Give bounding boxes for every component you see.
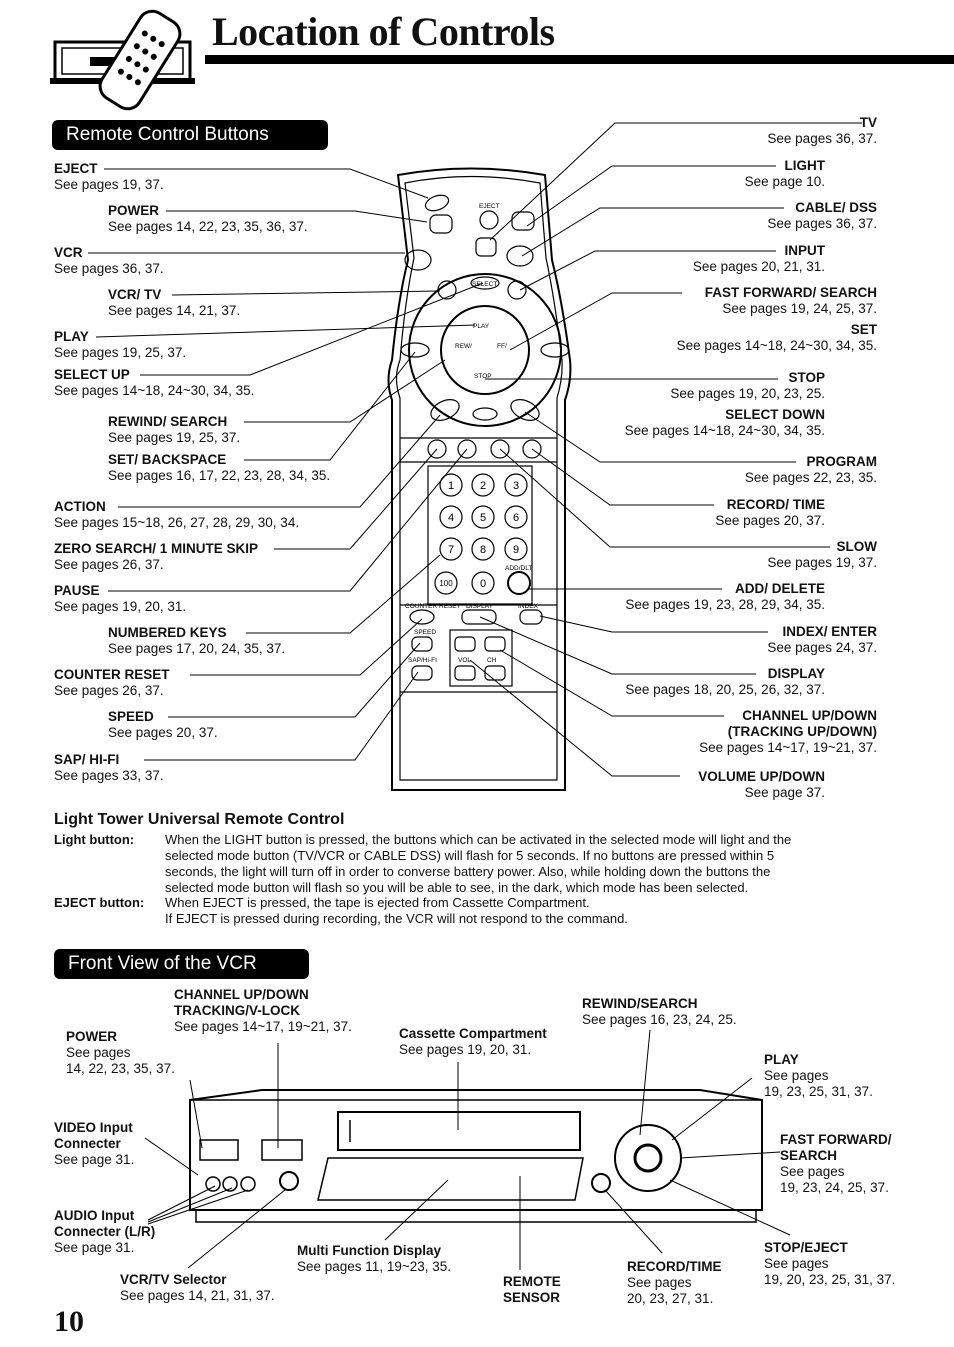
svg-text:100: 100 — [439, 579, 453, 588]
remote-key-ff: FF/ — [497, 343, 507, 350]
light-tower-heading: Light Tower Universal Remote Control — [54, 811, 345, 828]
svg-text:3: 3 — [513, 480, 519, 492]
remote-key-stop: STOP — [474, 373, 492, 380]
header-remote-icon — [50, 9, 195, 111]
remote-key-ch: CH — [487, 657, 497, 664]
label-channel-updown: CHANNEL UP/DOWN(TRACKING UP/DOWN)See pag… — [699, 708, 877, 755]
remote-key-adddlt: ADD/DLT — [505, 565, 532, 572]
page-number: 10 — [54, 1305, 84, 1338]
svg-text:8: 8 — [480, 544, 486, 556]
remote-section-banner: Remote Control Buttons — [52, 120, 328, 150]
svg-text:2: 2 — [480, 480, 486, 492]
remote-key-counter-reset: COUNTER RESET — [405, 603, 461, 610]
svg-text:5: 5 — [480, 512, 486, 524]
remote-key-speed: SPEED — [414, 629, 436, 636]
remote-key-select: SELECT — [472, 281, 497, 288]
remote-diagram: EJECT PLAY STOP REW/ FF/ SELECT ADD/DLT … — [88, 122, 862, 791]
svg-text:9: 9 — [513, 544, 519, 556]
front-section-banner: Front View of the VCR — [54, 949, 309, 979]
remote-key-vol: VOL — [458, 657, 471, 664]
eject-button-desc: EJECT button: When EJECT is pressed, the… — [54, 895, 628, 926]
light-button-desc: Light button: When the LIGHT button is p… — [54, 832, 792, 895]
page-title: Location of Controls — [212, 9, 555, 54]
svg-text:7: 7 — [448, 544, 454, 556]
remote-key-display: DISPLAY — [466, 603, 494, 610]
remote-key-eject: EJECT — [479, 203, 500, 210]
remote-key-play: PLAY — [473, 323, 490, 330]
remote-key-index: INDEX — [518, 603, 539, 610]
remote-key-rew: REW/ — [455, 343, 472, 350]
svg-text:1: 1 — [448, 480, 454, 492]
svg-text:0: 0 — [480, 578, 486, 590]
remote-key-saphifi: SAP/Hi-FI — [408, 657, 437, 664]
svg-text:4: 4 — [448, 512, 454, 524]
svg-text:6: 6 — [513, 512, 519, 524]
title-rule — [205, 55, 954, 64]
